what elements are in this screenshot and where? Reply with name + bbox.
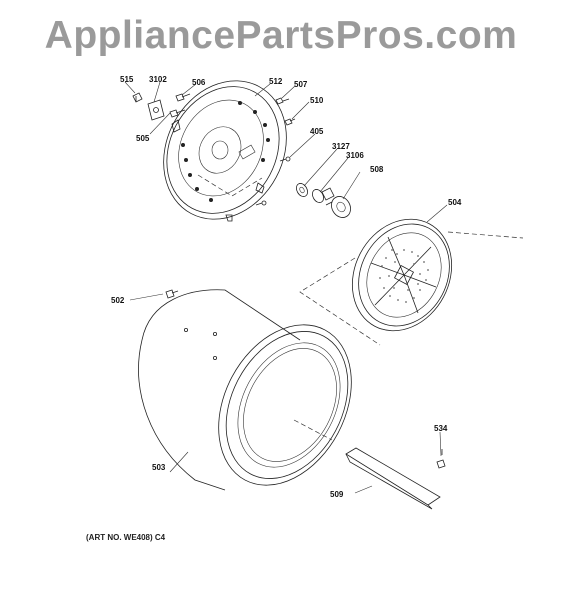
callout-534: 534 [434, 424, 448, 433]
art-number-note: (ART NO. WE408) C4 [86, 533, 166, 542]
callout-labels: 515 3102 506 512 507 510 505 405 3127 31… [111, 75, 462, 499]
drum-baffle-plate [351, 218, 453, 332]
callout-3106: 3106 [346, 151, 364, 160]
callout-515: 515 [120, 75, 134, 84]
bulkhead-hardware [132, 92, 296, 206]
drum-baffle [345, 447, 441, 510]
dryer-drum [138, 289, 352, 491]
callout-506: 506 [192, 78, 206, 87]
callout-3102: 3102 [149, 75, 167, 84]
callout-505: 505 [136, 134, 150, 143]
callout-503: 503 [152, 463, 166, 472]
callout-502: 502 [111, 296, 125, 305]
leader-lines [124, 81, 448, 494]
watermark-logo: AppliancePartsPros.com [44, 14, 518, 57]
baffle-screw [436, 449, 446, 469]
callout-504: 504 [448, 198, 462, 207]
assembly-guide-lines [299, 231, 524, 346]
axle-bearing-stack [296, 183, 351, 218]
callout-509: 509 [330, 490, 344, 499]
callout-507: 507 [294, 80, 308, 89]
rear-bulkhead [163, 80, 287, 222]
callout-508: 508 [370, 165, 384, 174]
drum-bolt [165, 289, 179, 299]
callout-3127: 3127 [332, 142, 350, 151]
bulkhead-rivets [181, 101, 270, 202]
callout-512: 512 [269, 77, 283, 86]
callout-510: 510 [310, 96, 324, 105]
callout-405: 405 [310, 127, 324, 136]
